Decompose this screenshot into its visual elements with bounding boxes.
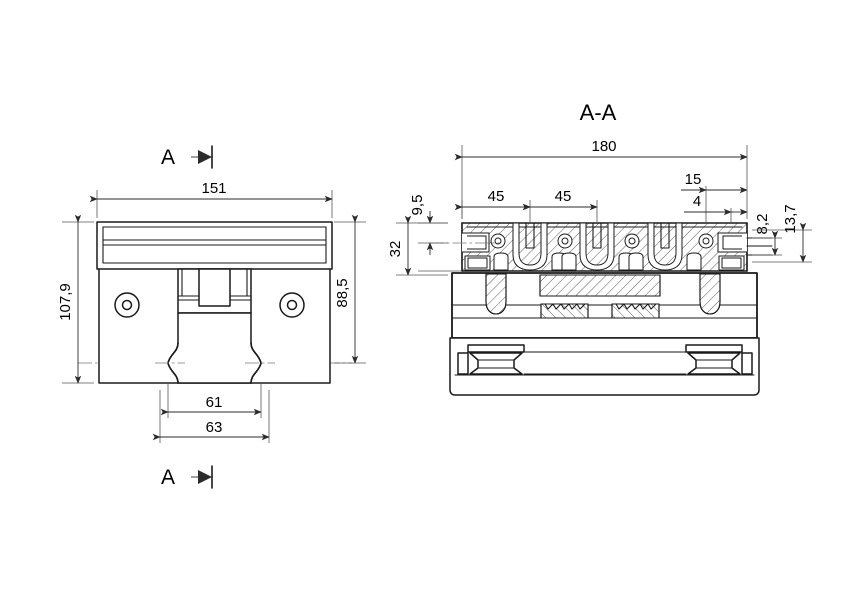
dim-overall-width: 151 <box>201 180 226 197</box>
section-letter-top: A <box>161 146 175 169</box>
front-view <box>78 221 352 384</box>
section-tslot-1 <box>512 222 548 271</box>
section-boss-3 <box>624 233 640 249</box>
front-view-dimensions: 151 107,9 88,5 61 63 <box>57 180 366 443</box>
front-view-fastener-right <box>279 292 305 318</box>
section-roller-right <box>685 344 753 375</box>
dim-slot-pitch-1: 45 <box>488 188 505 205</box>
dim-top-edge-height: 9,5 <box>409 195 426 216</box>
front-view-fastener-left <box>114 292 140 318</box>
section-boss-1 <box>490 233 506 249</box>
section-marker-top: A <box>161 145 213 169</box>
front-view-carriage <box>177 268 252 314</box>
dim-rib-width: 4 <box>693 193 701 210</box>
section-thread-left <box>540 303 589 319</box>
section-view <box>418 222 773 396</box>
section-profile-upper <box>430 222 773 272</box>
section-letter-bottom: A <box>161 466 175 489</box>
section-tslot-3 <box>647 222 683 271</box>
section-lower-rail <box>449 337 760 396</box>
dim-edge-offset: 15 <box>685 171 702 188</box>
section-marker-bottom: A <box>161 465 213 489</box>
dim-profile-height: 32 <box>387 241 404 258</box>
dim-outer-slot-width: 63 <box>206 419 223 436</box>
dim-slot-pitch-2: 45 <box>555 188 572 205</box>
front-view-tongue <box>167 312 262 384</box>
dim-flange-height: 13,7 <box>782 204 799 233</box>
section-boss-4 <box>698 233 714 249</box>
dim-overall-height: 107,9 <box>57 283 74 321</box>
dim-groove-height: 8,2 <box>754 214 771 235</box>
section-thread-right <box>611 303 660 319</box>
section-boss-2 <box>557 233 573 249</box>
dim-body-height: 88,5 <box>334 278 351 307</box>
dim-inner-slot-width: 61 <box>206 394 223 411</box>
section-carriage <box>451 272 758 339</box>
section-view-dimensions: 180 45 45 15 4 9,5 32 8,2 <box>387 138 812 276</box>
section-roller-left <box>457 344 525 375</box>
dim-section-length: 180 <box>591 138 616 155</box>
section-title: A-A <box>580 100 617 125</box>
section-tslot-2 <box>579 222 615 271</box>
